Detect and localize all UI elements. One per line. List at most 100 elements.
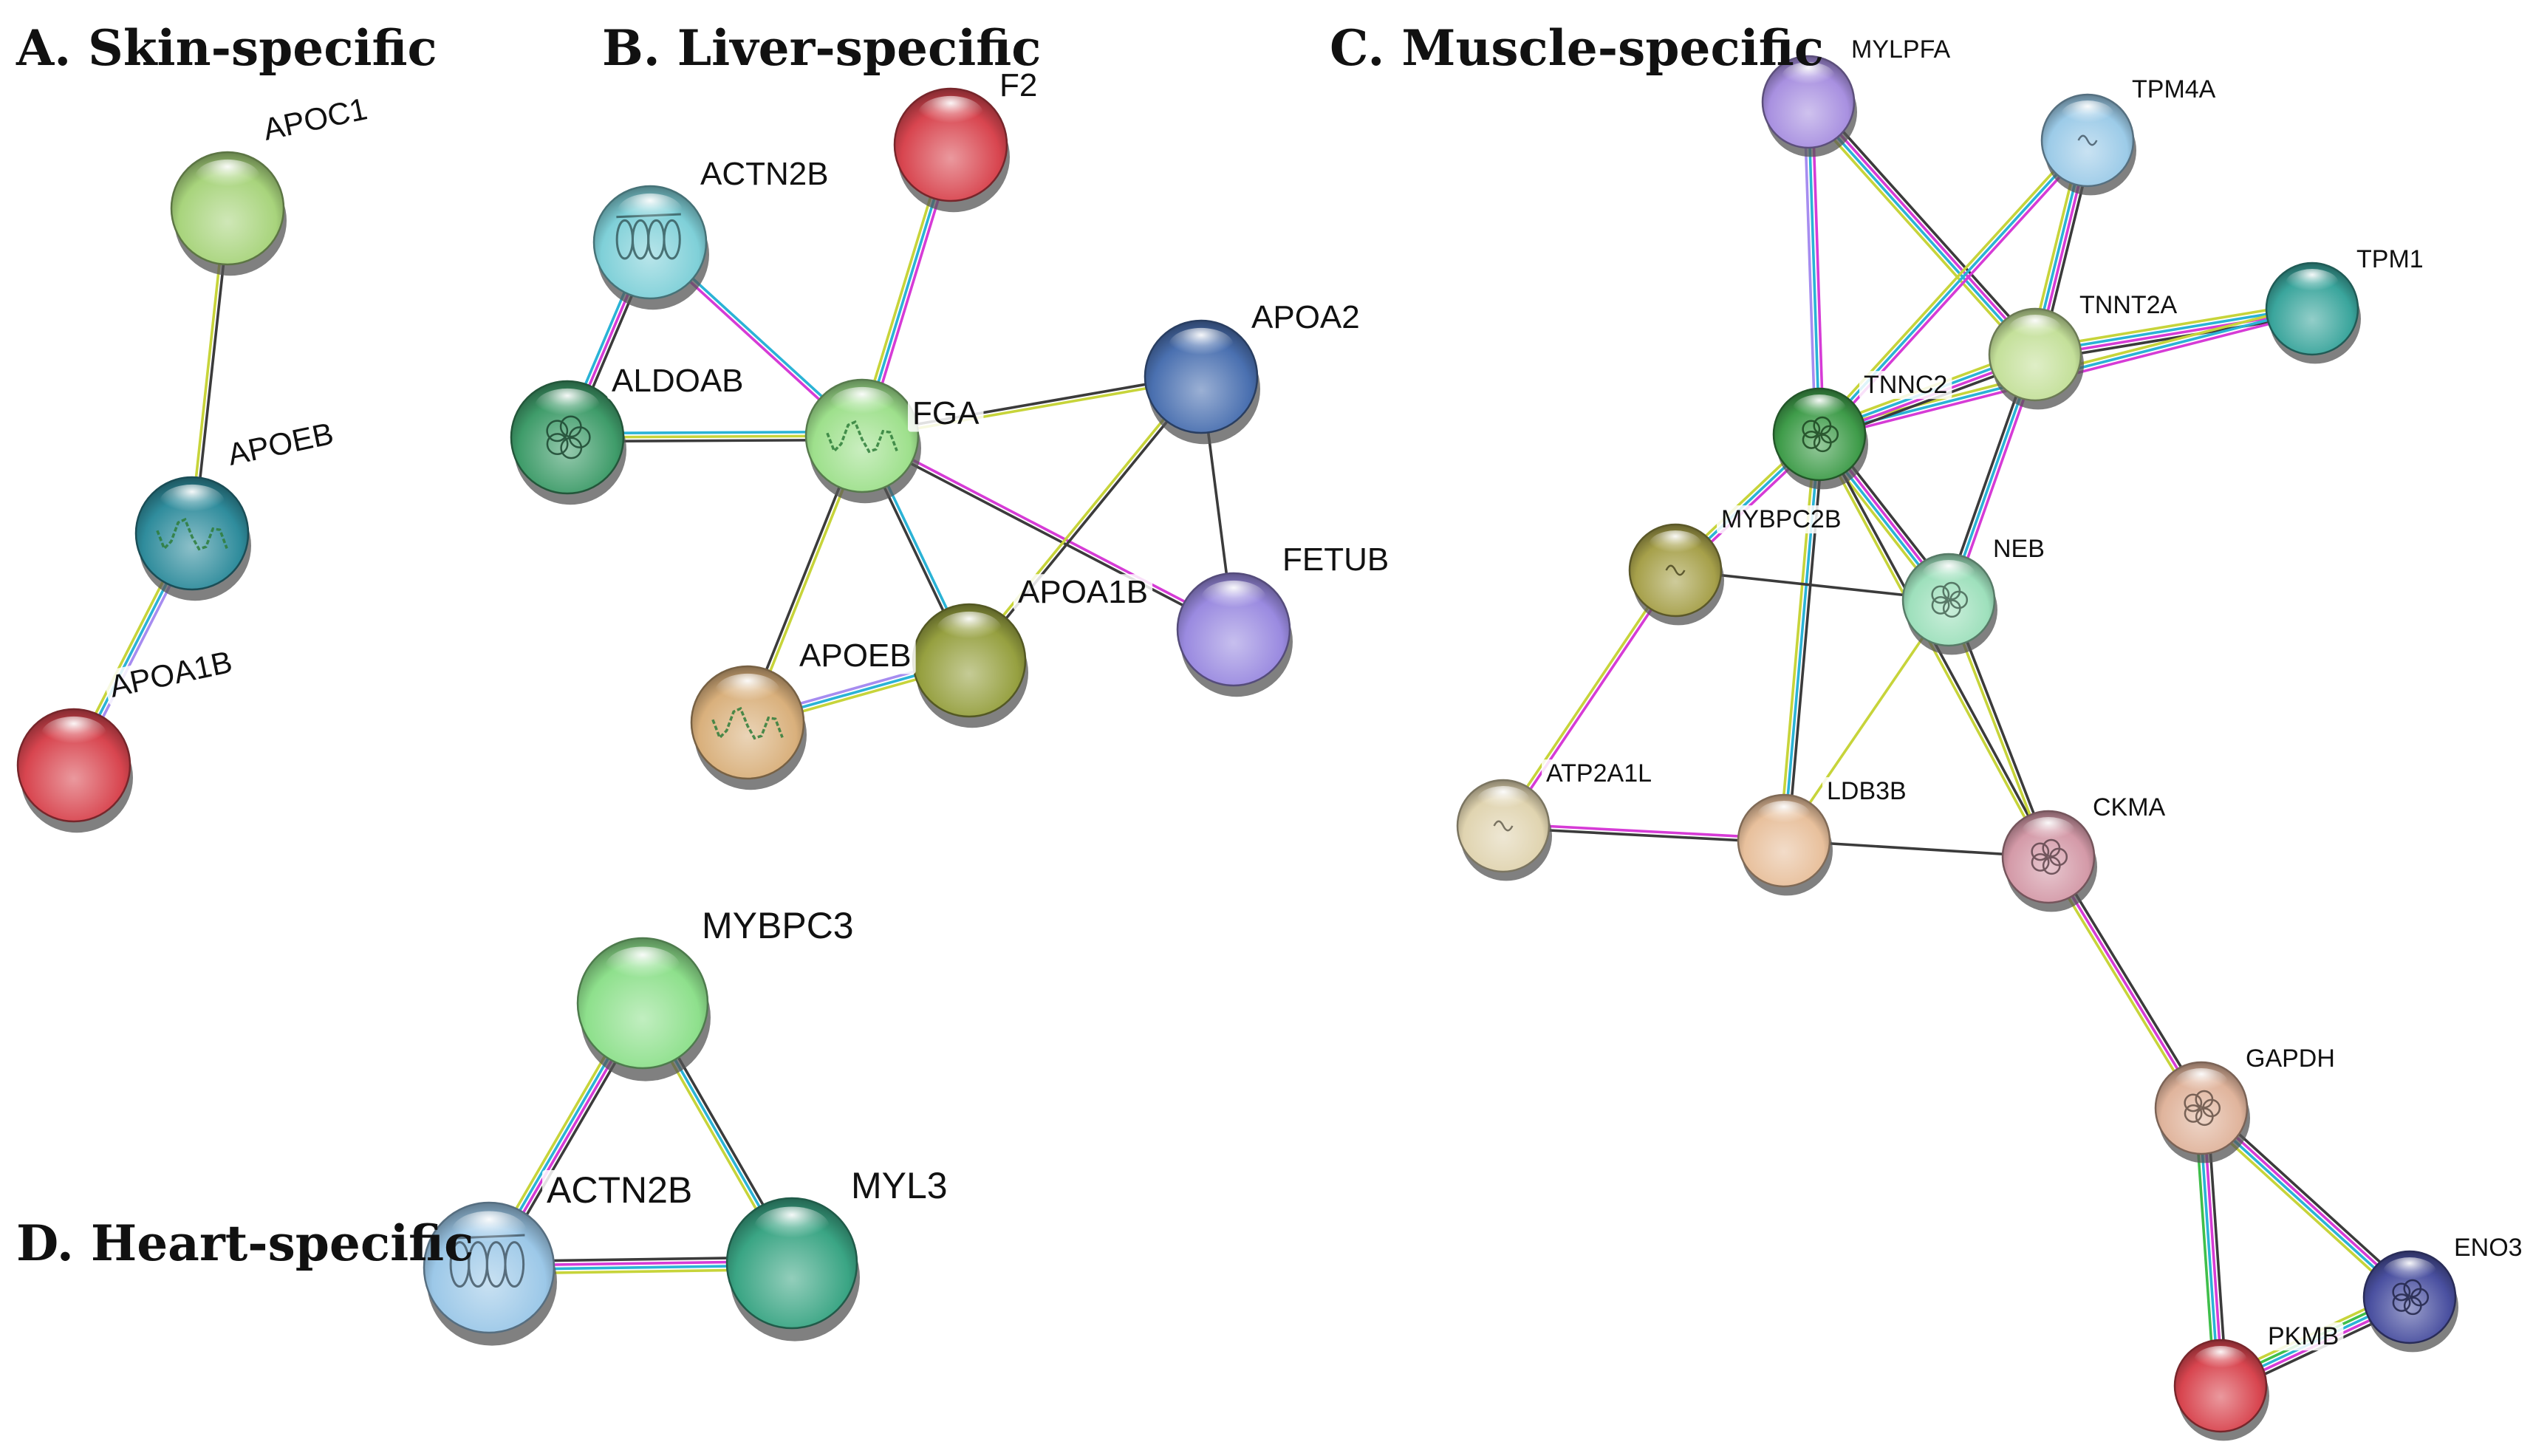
structure-icon [546,415,591,459]
node-label: MYL3 [851,1165,948,1206]
node-highlight [936,611,1002,648]
structure-icon [826,420,898,454]
node-C-tnnc2[interactable]: TNNC2 [1772,371,1952,490]
node-B-apoa1b[interactable]: APOA1B [912,574,1153,728]
node-highlight [2383,1257,2436,1287]
node-B-apoa2[interactable]: APOA2 [1144,299,1364,445]
node-C-pkmb[interactable]: PKMB [2173,1322,2344,1441]
node-B-actn2b[interactable]: ACTN2B [592,156,833,310]
node-label: FETUB [1282,541,1389,578]
node-highlight [2175,1068,2228,1098]
node-label-group: ACTN2B [696,156,833,193]
label-background [795,638,916,674]
label-background [1822,777,1911,806]
node-label-group: MYLPFA [1847,35,1955,64]
label-background [2127,75,2221,104]
node-highlight [1200,580,1267,617]
edge-evidence-black [1811,97,2041,352]
node-highlight [2061,100,2114,130]
node-A-apoc1[interactable]: APOC1 [170,90,375,276]
node-highlight [1168,327,1234,364]
structure-icon [1493,820,1514,832]
edge-evidence-magenta [862,432,1236,629]
node-highlight [1757,801,1811,830]
label-background [256,91,375,148]
node-D-mybpc3[interactable]: MYBPC3 [576,905,858,1081]
node-label: ACTN2B [700,156,829,192]
node-label-group: NEB [1989,535,2049,564]
edge-C-MYLPFA-TNNC2 [1802,101,1825,435]
node-A-apoeb[interactable]: APOEB [134,414,341,601]
node-C-gapdh[interactable]: GAPDH [2154,1045,2339,1163]
label-background [2241,1045,2339,1073]
node-label: APOA1B [1018,574,1148,610]
structure-icon [2031,838,2068,875]
node-label-group: APOA1B [103,644,239,705]
node-label: TPM1 [2356,245,2424,273]
node-label-group: TNNC2 [1859,371,1952,400]
node-B-apoeb[interactable]: APOEB [690,638,916,790]
node-C-ckma[interactable]: CKMA [2001,793,2170,912]
label-background [2088,793,2170,822]
node-label-group: TNNT2A [2075,291,2182,320]
structure-icon [1665,564,1686,576]
edge-evidence-magenta [2035,309,2313,358]
node-label: GAPDH [2246,1045,2335,1073]
node-C-tpm4a[interactable]: TPM4A [2040,75,2221,196]
node-label-group: FETUB [1278,541,1394,578]
node-label: ALDOAB [612,363,744,399]
label-background [1247,299,1364,336]
node-C-tpm1[interactable]: TPM1 [2265,245,2428,364]
edge-evidence-magenta [1811,101,1825,434]
panel-title-heart: D. Heart-specific [16,1214,474,1272]
node-label-group: ALDOAB [607,363,748,400]
node-label-group: GAPDH [2241,1045,2339,1073]
node-label-group: MYBPC3 [697,905,858,947]
node-B-fga[interactable]: FGA [804,378,984,504]
panel-title-skin: A. Skin-specific [16,19,437,77]
node-D-actn2b[interactable]: ACTN2B [423,1169,697,1346]
structure-icon [2077,134,2098,146]
node-C-mylpfa[interactable]: MYLPFA [1761,35,1955,157]
node-B-fetub[interactable]: FETUB [1176,541,1394,697]
node-highlight [1922,560,1975,589]
node-label-group: CKMA [2088,793,2170,822]
label-background [847,1166,952,1207]
label-background [2075,291,2182,320]
node-label: ENO3 [2454,1234,2523,1262]
node-label-group: APOEB [221,416,341,474]
edge-C-TNNC2-LDB3B [1778,434,1825,841]
node-label-group: F2 [995,67,1042,104]
panel-title-liver: B. Liver-specific [602,19,1041,77]
node-A-apoa1b[interactable]: APOA1B [16,643,239,833]
node-B-f2[interactable]: F2 [893,67,1042,213]
node-C-eno3[interactable]: ENO3 [2362,1234,2527,1353]
node-C-ldb3b[interactable]: LDB3B [1737,777,1911,896]
node-highlight [1793,394,1846,424]
node-D-myl3[interactable]: MYL3 [725,1165,952,1341]
node-highlight [604,946,681,988]
node-label: TNNT2A [2079,291,2178,319]
node-C-neb[interactable]: NEB [1901,535,2049,655]
node-C-atp2a1l[interactable]: ATP2A1L [1456,759,1657,881]
edge-evidence-black [1786,434,1825,841]
label-background [1013,574,1153,611]
node-C-mybpc2b[interactable]: MYBPC2B [1628,505,1846,626]
node-label-group: ACTN2B [542,1169,697,1211]
node-B-aldoab[interactable]: ALDOAB [510,363,748,505]
node-highlight [534,388,601,425]
node-C-tnnt2a[interactable]: TNNT2A [1988,291,2182,410]
edge-evidence-magenta [1808,99,2038,355]
label-background [995,67,1042,104]
node-highlight [1649,530,1702,560]
node-label: APOC1 [260,91,370,147]
label-background [1278,541,1394,578]
edge-C-MYLPFA-TNNT2A [1802,97,2041,360]
node-highlight [159,484,225,521]
label-background [221,416,341,474]
node-label: APOA2 [1251,299,1360,335]
edge-B-FGA-FETUB [860,432,1236,633]
node-label: MYBPC3 [702,905,854,946]
node-label: PKMB [2268,1322,2339,1350]
label-background [1717,505,1846,534]
